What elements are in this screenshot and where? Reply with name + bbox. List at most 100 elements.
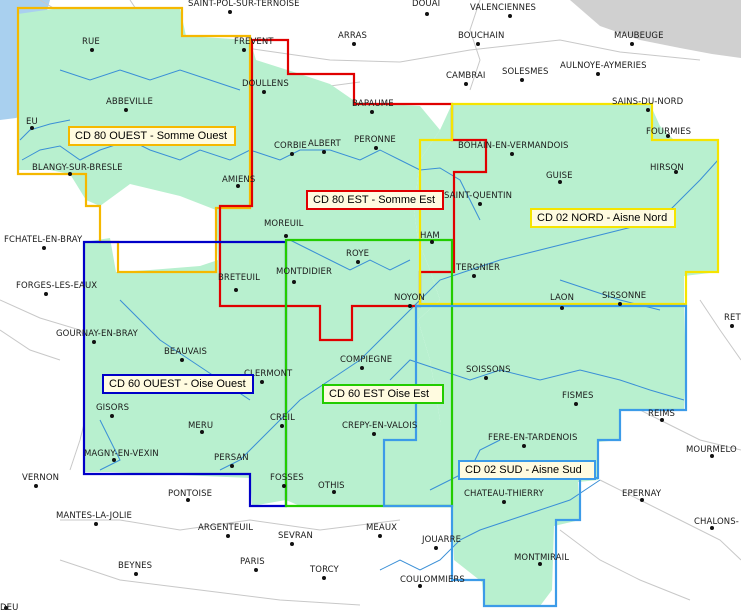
boundary-line <box>0 329 61 361</box>
town-label: BEYNES <box>118 561 153 571</box>
town-dot <box>352 42 356 46</box>
town-dot <box>180 358 184 362</box>
town-dot <box>560 306 564 310</box>
town-dot <box>94 522 98 526</box>
town-label: ALBERT <box>308 139 341 149</box>
town-label: CAMBRAI <box>446 71 486 81</box>
town-label: BAPAUME <box>352 99 394 109</box>
town-label: HAM <box>420 231 440 241</box>
town-dot <box>618 302 622 306</box>
town-label: CREPY-EN-VALOIS <box>342 421 418 431</box>
river-authie <box>59 69 241 91</box>
boundary-line <box>59 559 361 606</box>
town-label: FISMES <box>562 391 594 401</box>
town-label: AULNOYE-AYMERIES <box>560 61 647 71</box>
town-dot <box>360 366 364 370</box>
town-label: DOULLENS <box>242 79 289 89</box>
town-label: EU <box>26 117 38 127</box>
zone-label[interactable]: CD 02 NORD - Aisne Nord <box>530 208 676 228</box>
town-label: SAINT-QUENTIN <box>444 191 513 201</box>
coverage-east <box>414 104 718 606</box>
town-label: SOLESMES <box>502 67 549 77</box>
town-dot <box>68 172 72 176</box>
town-dot <box>280 424 284 428</box>
town-label: DOUAI <box>412 0 441 9</box>
town-dot <box>30 126 34 130</box>
town-dot <box>44 292 48 296</box>
town-label: FREVENT <box>234 37 274 47</box>
town-label: FORGES-LES-EAUX <box>16 281 98 291</box>
town-label: CLERMONT <box>244 369 293 379</box>
town-dot <box>666 134 670 138</box>
town-dot <box>112 458 116 462</box>
town-label: MAGNY-EN-VEXIN <box>84 449 159 459</box>
town-label: COMPIEGNE <box>340 355 393 365</box>
town-label: EPERNAY <box>622 489 662 499</box>
town-label: MANTES-LA-JOLIE <box>56 511 132 521</box>
zone-label[interactable]: CD 80 OUEST - Somme Ouest <box>68 126 236 146</box>
town-dot <box>538 562 542 566</box>
town-label: GISORS <box>96 403 130 413</box>
town-dot <box>292 280 296 284</box>
town-dot <box>674 170 678 174</box>
town-label: FOURMIES <box>646 127 692 137</box>
town-dot <box>282 484 286 488</box>
town-label: MAUBEUGE <box>614 31 664 41</box>
town-label: BRETEUIL <box>218 273 260 283</box>
town-dot <box>124 108 128 112</box>
town-label: SEVRAN <box>278 531 313 541</box>
river-somme <box>21 139 481 221</box>
town-dot <box>710 454 714 458</box>
town-dot <box>508 14 512 18</box>
town-dot <box>234 288 238 292</box>
town-dot <box>242 48 246 52</box>
town-dot <box>322 150 326 154</box>
town-dot <box>372 432 376 436</box>
zone-label[interactable]: CD 60 EST Oise Est <box>322 384 444 404</box>
town-label: MONTMIRAIL <box>514 553 570 563</box>
town-dot <box>356 260 360 264</box>
town-label: VALENCIENNES <box>470 3 537 13</box>
town-dot <box>574 402 578 406</box>
town-label: RUE <box>82 37 100 47</box>
town-dot <box>284 234 288 238</box>
zone-label[interactable]: CD 60 OUEST - Oise Ouest <box>102 374 254 394</box>
town-dot <box>228 10 232 14</box>
town-dot <box>472 274 476 278</box>
town-dot <box>134 572 138 576</box>
zone-label[interactable]: CD 80 EST - Somme Est <box>306 190 444 210</box>
zone-label[interactable]: CD 02 SUD - Aisne Sud <box>458 460 596 480</box>
town-label: GOURNAY-EN-BRAY <box>56 329 138 339</box>
town-dot <box>290 542 294 546</box>
river-bresle <box>19 119 71 141</box>
town-label: MERU <box>188 421 214 431</box>
town-dot <box>434 546 438 550</box>
town-label: SISSONNE <box>602 291 647 301</box>
town-label: DEU <box>0 603 19 613</box>
river-marne <box>379 479 601 571</box>
town-label: BLANGY-SUR-BRESLE <box>32 163 123 173</box>
town-dot <box>596 72 600 76</box>
town-label: VERNON <box>22 473 60 483</box>
town-label: ROYE <box>346 249 370 259</box>
town-label: MOREUIL <box>264 219 304 229</box>
town-dot <box>558 180 562 184</box>
town-label: SOISSONS <box>466 365 511 375</box>
town-dot <box>110 414 114 418</box>
town-dot <box>640 498 644 502</box>
town-label: BEAUVAIS <box>164 347 208 357</box>
town-dot <box>254 568 258 572</box>
town-label: TORCY <box>310 565 339 575</box>
town-dot <box>660 418 664 422</box>
boundary-line <box>699 299 741 361</box>
river-epte <box>99 419 121 471</box>
town-label: FCHATEL-EN-BRAY <box>4 235 83 245</box>
town-dot <box>408 304 412 308</box>
town-label: MEAUX <box>366 523 398 533</box>
town-dot <box>186 498 190 502</box>
town-dot <box>646 108 650 112</box>
foreign-area <box>570 0 741 58</box>
town-label: HIRSON <box>650 163 684 173</box>
